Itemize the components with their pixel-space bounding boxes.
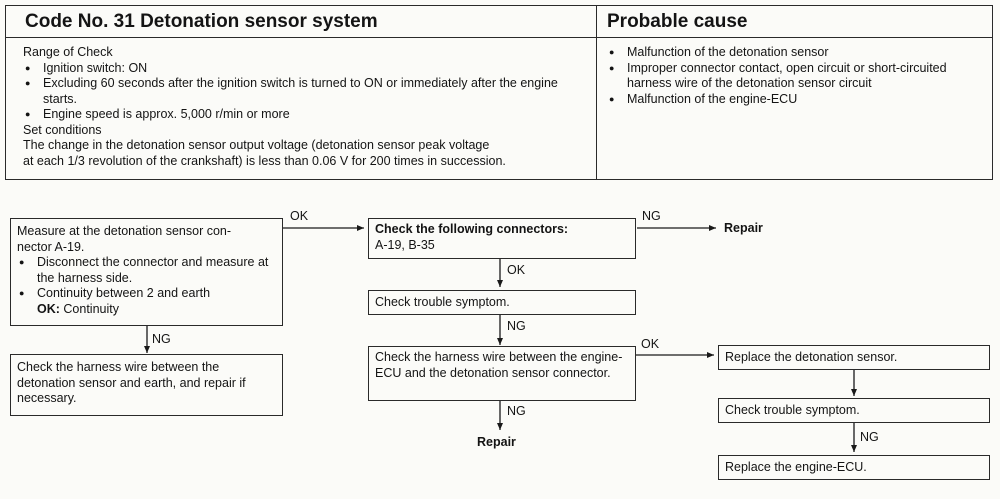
replace-ecu-box: Replace the engine-ECU. bbox=[718, 455, 990, 480]
range-list: Ignition switch: ON Excluding 60 seconds… bbox=[23, 61, 588, 123]
measure-ok-label: OK: bbox=[37, 301, 60, 316]
set-text: at each 1/3 revolution of the crankshaft… bbox=[23, 153, 506, 168]
trouble-text-1: Check trouble symptom. bbox=[375, 295, 510, 309]
connectors-box: Check the following connectors: A-19, B-… bbox=[368, 218, 636, 259]
trouble-box-1: Check trouble symptom. bbox=[368, 290, 636, 315]
range-heading: Range of Check bbox=[23, 45, 113, 59]
range-item: Excluding 60 seconds after the ignition … bbox=[23, 76, 589, 107]
info-table bbox=[5, 5, 993, 180]
set-text: The change in the detonation sensor outp… bbox=[23, 138, 490, 152]
repair-label-1: Repair bbox=[724, 221, 763, 235]
branch-label-ng: NG bbox=[860, 430, 879, 444]
measure-ok-value: Continuity bbox=[63, 301, 119, 316]
code-header-cell: Code No. 31 Detonation sensor system bbox=[5, 5, 597, 38]
measure-list: Disconnect the connector and measure at … bbox=[17, 255, 276, 302]
cause-item: Malfunction of the detonation sensor bbox=[607, 45, 985, 61]
connectors-heading: Check the following connectors: bbox=[375, 222, 569, 236]
cause-header-cell: Probable cause bbox=[596, 5, 993, 38]
cause-list: Malfunction of the detonation sensor Imp… bbox=[607, 45, 985, 107]
measure-item: Disconnect the connector and measure at … bbox=[17, 255, 276, 286]
branch-label-ng: NG bbox=[507, 404, 526, 418]
trouble-text-2: Check trouble symptom. bbox=[725, 403, 860, 417]
code-title: Code No. 31 Detonation sensor system bbox=[25, 11, 378, 32]
harness-earth-text: Check the harness wire between the deton… bbox=[17, 360, 246, 405]
check-conditions: Range of Check Ignition switch: ON Exclu… bbox=[23, 45, 588, 169]
branch-label-ok: OK bbox=[641, 337, 660, 351]
branch-label-ok: OK bbox=[290, 209, 309, 223]
measure-item: Continuity between 2 and earth bbox=[17, 286, 276, 302]
measure-box: Measure at the detonation sensor con- ne… bbox=[10, 218, 283, 326]
range-item: Ignition switch: ON bbox=[23, 61, 588, 77]
measure-line: nector A-19. bbox=[17, 239, 85, 254]
set-heading: Set conditions bbox=[23, 122, 102, 137]
connectors-list: A-19, B-35 bbox=[375, 237, 435, 252]
measure-ok: OK: Continuity bbox=[17, 302, 276, 318]
repair-label-2: Repair bbox=[477, 435, 516, 449]
range-item: Engine speed is approx. 5,000 r/min or m… bbox=[23, 107, 588, 123]
branch-label-ng: NG bbox=[642, 209, 661, 223]
harness-earth-box: Check the harness wire between the deton… bbox=[10, 354, 283, 416]
branch-label-ng: NG bbox=[152, 332, 171, 346]
branch-label-ng: NG bbox=[507, 319, 526, 333]
cause-list-cell: Malfunction of the detonation sensor Imp… bbox=[607, 45, 985, 107]
measure-line: Measure at the detonation sensor con- bbox=[17, 224, 232, 238]
replace-ecu-text: Replace the engine-ECU. bbox=[725, 460, 867, 474]
cause-item: Improper connector contact, open circuit… bbox=[607, 61, 981, 92]
replace-sensor-text: Replace the detonation sensor. bbox=[725, 350, 898, 364]
harness-ecu-box: Check the harness wire between the engin… bbox=[368, 346, 636, 401]
replace-sensor-box: Replace the detonation sensor. bbox=[718, 345, 990, 370]
branch-label-ok: OK bbox=[507, 263, 526, 277]
harness-ecu-text: Check the harness wire between the engin… bbox=[375, 350, 623, 380]
cause-title: Probable cause bbox=[607, 11, 748, 32]
trouble-box-2: Check trouble symptom. bbox=[718, 398, 990, 423]
cause-item: Malfunction of the engine-ECU bbox=[607, 92, 985, 108]
table-divider bbox=[596, 37, 597, 180]
